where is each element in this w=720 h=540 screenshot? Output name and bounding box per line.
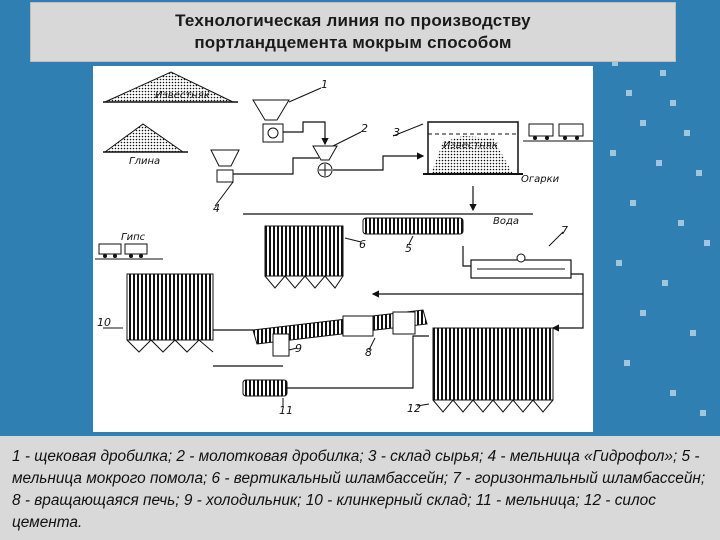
jaw-crusher bbox=[252, 87, 322, 143]
clay-feeder bbox=[210, 149, 240, 207]
rotary-kiln bbox=[252, 309, 428, 351]
title-line-1: Технологическая линия по производству bbox=[175, 11, 531, 30]
clay-pile-label: Глина bbox=[129, 156, 160, 167]
horizontal-slurry-basin bbox=[470, 231, 572, 279]
label-number-8: 8 bbox=[365, 346, 372, 359]
hammer-crusher bbox=[312, 131, 362, 178]
wet-grinding-mill bbox=[362, 217, 464, 245]
title-line-2: портландцемента мокрым способом bbox=[194, 33, 512, 52]
dumps-label: Огарки bbox=[521, 174, 560, 185]
clinker-store bbox=[103, 273, 214, 353]
process-diagram-svg: Известняк Глина 1 4 bbox=[95, 71, 593, 417]
limestone-pile: Известняк bbox=[103, 71, 238, 103]
title-banner: Технологическая линия по производству по… bbox=[30, 2, 676, 62]
label-number-7: 7 bbox=[561, 224, 568, 237]
label-number-5: 5 bbox=[405, 242, 412, 255]
cement-mill bbox=[242, 379, 288, 406]
label-number-1: 1 bbox=[321, 78, 328, 91]
label-number-9: 9 bbox=[295, 342, 302, 355]
gypsum-label: Гипс bbox=[121, 232, 146, 243]
label-number-12: 12 bbox=[407, 402, 421, 415]
caption-legend: 1 - щековая дробилка; 2 - молотковая дро… bbox=[0, 436, 720, 540]
raw-store-label: Известняк bbox=[443, 140, 498, 151]
clay-pile: Глина bbox=[103, 123, 188, 167]
cement-silos bbox=[416, 327, 554, 413]
label-number-4: 4 bbox=[213, 202, 220, 215]
label-number-11: 11 bbox=[279, 404, 293, 417]
label-number-3: 3 bbox=[393, 126, 400, 139]
gypsum-wagons: Гипс bbox=[95, 232, 163, 260]
vertical-slurry-basins bbox=[264, 225, 362, 289]
label-number-6: 6 bbox=[359, 238, 366, 251]
process-diagram: Известняк Глина 1 4 bbox=[93, 66, 593, 432]
raw-material-store: Известняк bbox=[392, 121, 523, 175]
label-number-2: 2 bbox=[361, 122, 368, 135]
cooler bbox=[272, 333, 298, 357]
water-label: Вода bbox=[493, 216, 519, 227]
label-number-10: 10 bbox=[97, 316, 111, 329]
limestone-pile-label: Известняк bbox=[155, 90, 210, 101]
wagons-dumps: Огарки bbox=[521, 123, 593, 185]
